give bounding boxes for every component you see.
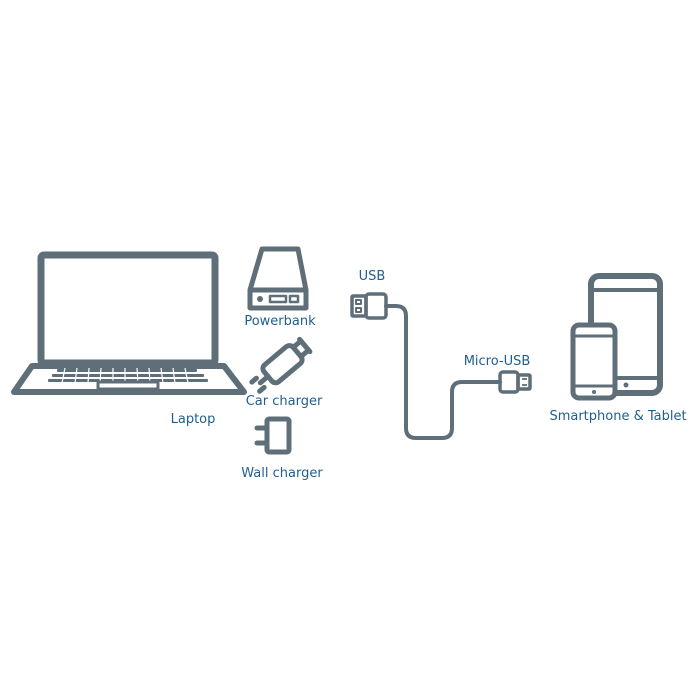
powerbank-icon [247, 246, 309, 311]
smartphone-tablet-label: Smartphone & Tablet [549, 409, 686, 424]
car-charger-label: Car charger [246, 394, 323, 409]
micro-usb-plug-icon [498, 370, 532, 394]
cable-icon [384, 304, 502, 440]
touchpad [96, 380, 160, 391]
smartphone-icon [570, 322, 618, 401]
car-charger-icon [249, 336, 313, 394]
keyboard [48, 369, 208, 382]
powerbank-label: Powerbank [244, 314, 316, 329]
usb-plug-icon [350, 292, 388, 320]
laptop-label: Laptop [171, 412, 216, 427]
wall-charger-icon [254, 416, 292, 455]
usb-label: USB [359, 269, 386, 284]
laptop-icon [11, 251, 247, 395]
micro-usb-label: Micro-USB [464, 354, 531, 369]
wall-charger-label: Wall charger [241, 466, 323, 481]
